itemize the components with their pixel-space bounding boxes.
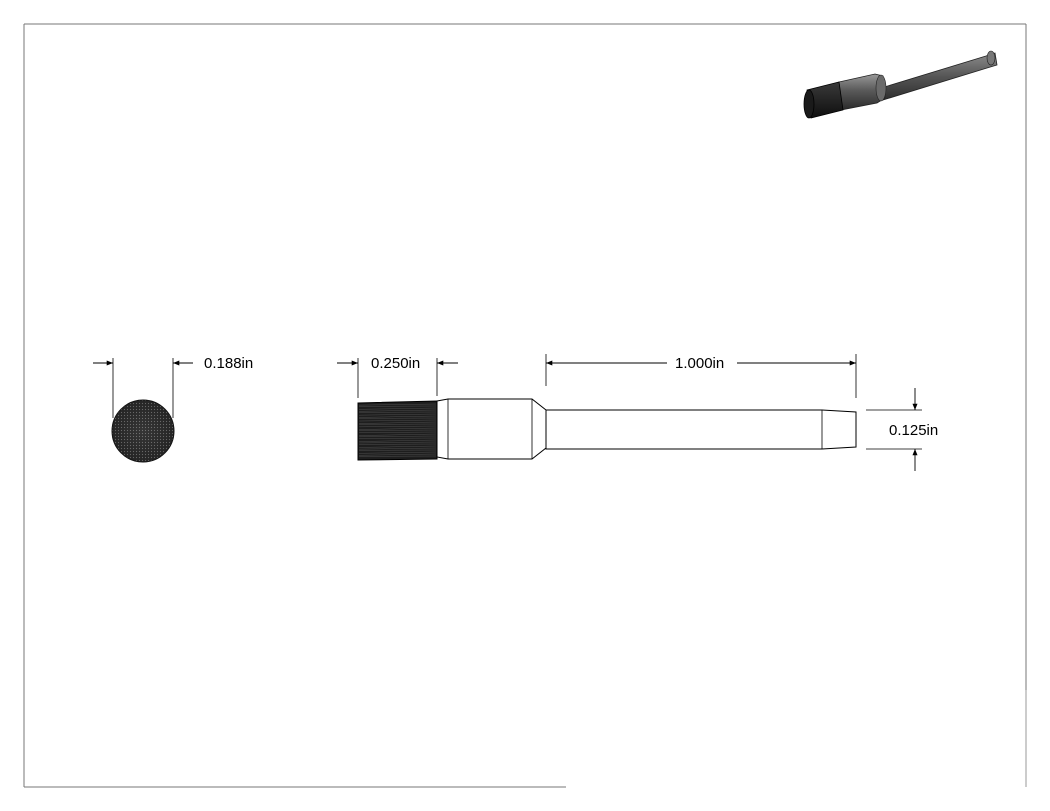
handle <box>545 409 857 450</box>
end-view: 0.188in <box>93 355 253 463</box>
handle-length-label: 1.000in <box>675 355 724 372</box>
bristle-length-label: 0.250in <box>371 355 420 372</box>
sheet-border <box>23 23 1027 788</box>
bristle-diameter-label: 0.188in <box>204 355 253 372</box>
ferrule <box>436 398 547 460</box>
handle-diameter-label: 0.125in <box>889 422 938 439</box>
isometric-view <box>803 50 998 119</box>
side-view: 0.250in 1.000in 0.125in <box>337 354 938 471</box>
bristle-tuft <box>357 400 438 461</box>
